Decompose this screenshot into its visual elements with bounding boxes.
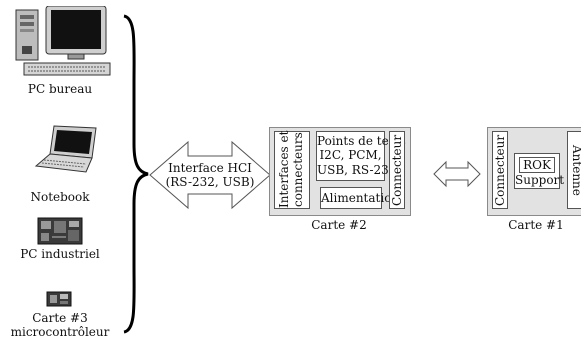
board1-connector-box: Connecteur: [492, 131, 508, 209]
interface-hci-line1: Interface HCI: [168, 161, 252, 175]
antenna-label: Antenne: [570, 144, 581, 196]
desktop-pc-icon: [14, 5, 114, 78]
device-label-pc-bureau: PC bureau: [27, 82, 93, 96]
test-points-title: Points de tests: [317, 134, 406, 148]
support-label: Support: [515, 173, 565, 187]
notebook-icon: [30, 124, 102, 176]
interface-hci-line2: (RS-232, USB): [165, 175, 255, 189]
board1-label: Carte #1: [508, 218, 564, 232]
board2-connector-label: Connecteur: [390, 134, 404, 206]
test-points-box: Points de tests I2C, PCM, USB, RS-232: [316, 131, 406, 181]
device-label-notebook: Notebook: [30, 190, 90, 204]
device-label-pc-industriel: PC industriel: [20, 247, 100, 261]
interfaces-connectors-box: Interfaces et connecteurs: [274, 131, 310, 209]
board-link-double-arrow: [433, 160, 481, 188]
interfaces-label-line1: Interfaces et: [277, 130, 291, 208]
grouping-brace: [123, 14, 149, 334]
power-supply-box: Alimentation: [320, 187, 400, 209]
industrial-pc-icon: [37, 217, 83, 245]
device-label-carte3-line2: microcontrôleur: [10, 325, 110, 339]
board2-label: Carte #2: [311, 218, 367, 232]
device-label-carte3-line1: Carte #3: [32, 311, 88, 325]
power-supply-label: Alimentation: [321, 191, 400, 205]
test-points-line1: I2C, PCM,: [319, 148, 382, 162]
microcontroller-board-icon: [46, 291, 72, 307]
test-points-line2: USB, RS-232: [317, 163, 397, 177]
rok-support-box: ROK Support: [514, 153, 565, 189]
board2-connector-box: Connecteur: [389, 131, 405, 209]
interfaces-label-line2: connecteurs: [291, 132, 305, 208]
rok-label: ROK: [519, 157, 555, 173]
antenna-box: Antenne: [567, 131, 581, 209]
board1-connector-label: Connecteur: [493, 134, 507, 206]
